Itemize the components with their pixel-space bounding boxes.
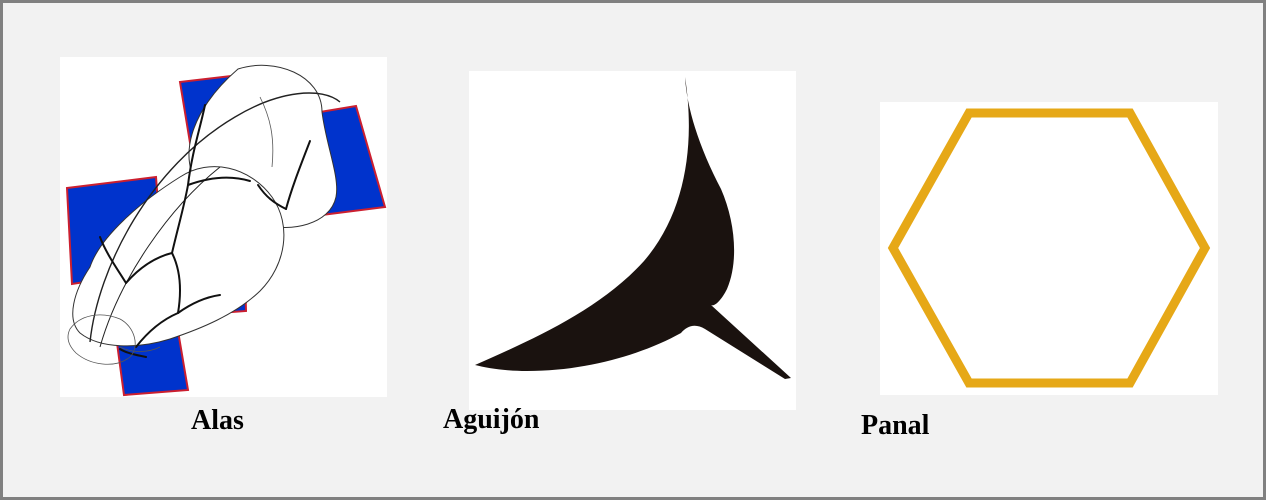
hexagon-shape bbox=[893, 113, 1205, 383]
honeycomb-hexagon-icon bbox=[880, 102, 1218, 395]
stinger-caption: Aguijón bbox=[443, 406, 539, 434]
stinger-image bbox=[469, 71, 796, 410]
stinger-icon bbox=[469, 71, 796, 410]
honeycomb-image bbox=[880, 102, 1218, 395]
honeycomb-caption: Panal bbox=[861, 412, 929, 440]
wings-icon bbox=[60, 57, 387, 397]
stinger-shape bbox=[475, 77, 791, 379]
wings-image bbox=[60, 57, 387, 397]
wings-caption: Alas bbox=[191, 407, 244, 435]
